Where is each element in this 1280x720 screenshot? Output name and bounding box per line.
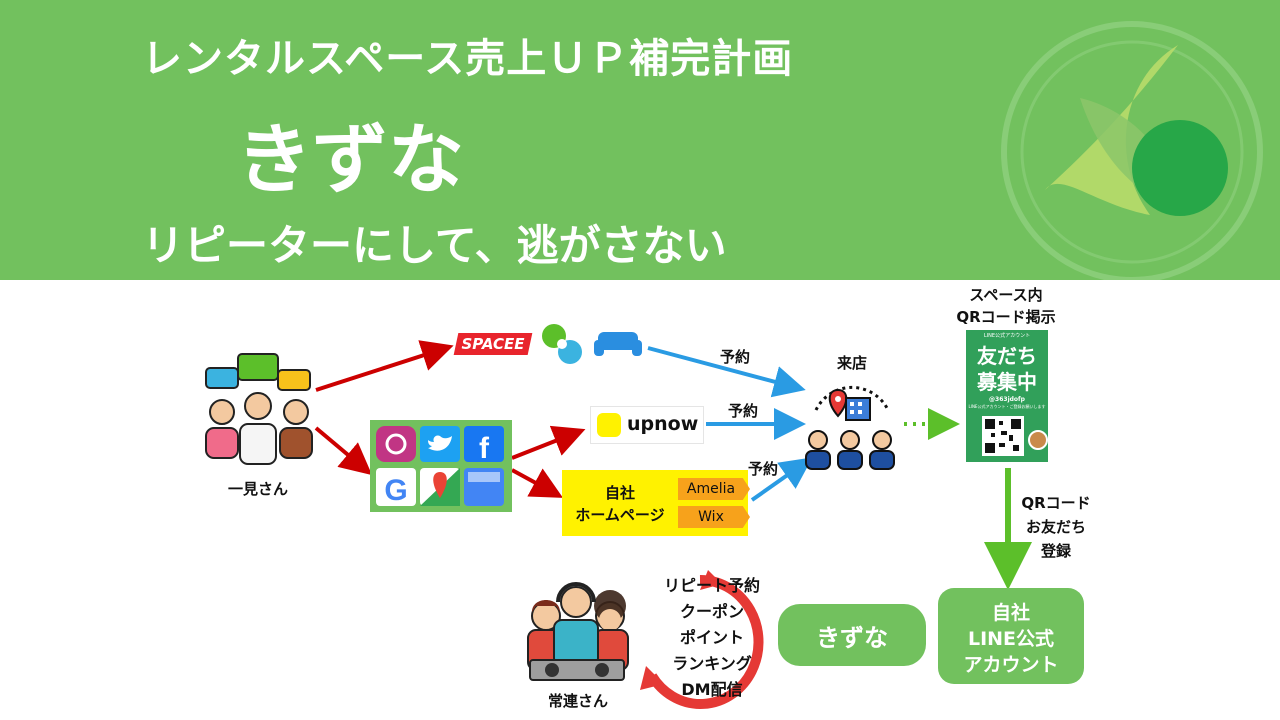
line-official-account: 自社 LINE公式 アカウント (938, 588, 1084, 684)
headline-title: レンタルスペース売上ＵＰ補完計画 (142, 36, 794, 82)
upnow-logo: upnow (590, 406, 704, 444)
reserve-label-2: 予約 (728, 402, 759, 420)
arrow-reserve-homepage (750, 457, 813, 502)
headline-brand: きずな (236, 115, 464, 204)
kizuna-pill-text: きずな (816, 624, 888, 652)
visit-label: 来店 (836, 354, 867, 372)
homepage-line2: ホームページ (575, 506, 665, 524)
qr-register-line2: お友だち (1025, 518, 1086, 536)
sns-grid: f G (370, 420, 512, 512)
header-banner: レンタルスペース売上ＵＰ補完計画 きずな リピーターにして、逃がさない (0, 0, 1280, 280)
svg-text:f: f (479, 432, 490, 465)
reserve-label-3: 予約 (748, 460, 779, 478)
poster-top-text: LINE公式アカウント (983, 333, 1031, 339)
feature-dm: DM配信 (681, 680, 743, 699)
instabase-icon (542, 324, 582, 364)
instagram-icon (376, 426, 416, 462)
arrow-to-upnow (511, 425, 586, 460)
poster-id: @363jdofp (989, 396, 1025, 403)
line-poster: LINE公式アカウント 友だち 募集中 @363jdofp LINE公式アカウン… (966, 330, 1048, 462)
poster-small: LINE公式アカウント・ご登録お願いします (968, 404, 1046, 409)
line-official-line3: アカウント (963, 654, 1059, 676)
wix-text: Wix (698, 509, 724, 525)
building-icon (845, 397, 871, 421)
first-time-label: 一見さん (227, 480, 288, 498)
arrow-to-portals (315, 340, 454, 392)
svg-text:G: G (384, 474, 407, 507)
customers-icon (805, 430, 895, 470)
sofa-icon (594, 332, 642, 356)
qr-code-icon (982, 416, 1024, 456)
reserve-label-1: 予約 (720, 348, 751, 366)
feature-point: ポイント (679, 628, 744, 647)
arrow-to-homepage (511, 468, 564, 498)
regular-label: 常連さん (547, 692, 608, 710)
poster-line1: 友だち (977, 344, 1037, 368)
homepage-line1: 自社 (604, 484, 635, 502)
amelia-text: Amelia (686, 481, 736, 497)
google-business-icon (464, 468, 504, 506)
qr-register-line1: QRコード (1021, 494, 1091, 512)
upnow-icon (597, 413, 621, 437)
headline-tagline: リピーターにして、逃がさない (142, 221, 727, 270)
feature-coupon: クーポン (679, 602, 744, 621)
arrow-reserve-portals (647, 346, 806, 398)
wix-tag: Wix (678, 506, 750, 528)
leaf-logo (1001, 21, 1263, 280)
facebook-icon: f (464, 426, 504, 465)
line-official-line1: 自社 (991, 602, 1030, 624)
qr-register-line3: 登録 (1040, 542, 1071, 560)
twitter-icon (420, 426, 460, 462)
poster-line2: 募集中 (977, 370, 1037, 394)
feature-ranking: ランキング (672, 654, 752, 673)
arrow-to-sns (314, 426, 373, 476)
homepage-box: 自社 ホームページ Amelia Wix (562, 470, 750, 536)
location-pin-icon (828, 388, 848, 418)
feature-repeat-reserve: リピート予約 (663, 576, 760, 595)
qr-caption-line2: QRコード掲示 (956, 308, 1056, 326)
google-maps-icon (420, 468, 460, 506)
amelia-tag: Amelia (678, 478, 750, 500)
line-official-line2: LINE公式 (967, 628, 1055, 650)
kizuna-pill: きずな (778, 604, 926, 666)
google-icon: G (376, 468, 416, 507)
qr-caption-line1: スペース内 (969, 286, 1043, 304)
upnow-text: upnow (627, 413, 699, 435)
bear-icon (1028, 430, 1048, 450)
